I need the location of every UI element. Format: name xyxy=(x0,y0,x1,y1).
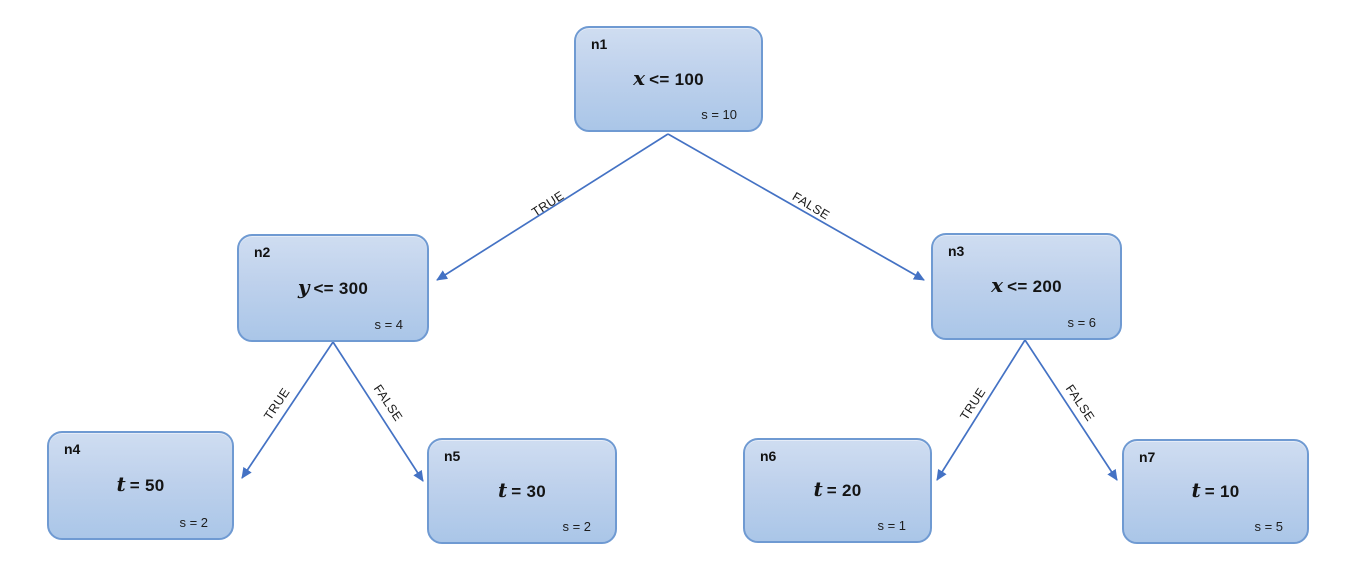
node-id-label: n5 xyxy=(444,448,461,464)
edge-n3-n6 xyxy=(936,339,1026,481)
condition-variable: x xyxy=(633,65,646,90)
edge-label-false-n2-n5: FALSE xyxy=(370,382,406,424)
node-id-label: n3 xyxy=(948,243,965,259)
node-id-label: n2 xyxy=(254,244,271,260)
node-id-label: n7 xyxy=(1139,449,1156,465)
node-condition: y<= 300 xyxy=(298,275,368,299)
tree-node-n3: n3 x<= 200 s = 6 xyxy=(931,233,1122,340)
tree-node-n1: n1 x<= 100 s = 10 xyxy=(574,26,763,132)
tree-node-n2: n2 y<= 300 s = 4 xyxy=(237,234,429,342)
node-samples-label: s = 2 xyxy=(179,515,208,530)
condition-variable: t xyxy=(1191,478,1201,503)
edge-n1-n3 xyxy=(667,133,925,281)
node-samples-label: s = 6 xyxy=(1067,315,1096,330)
edge-label-true-n3-n6: TRUE xyxy=(957,385,989,423)
condition-expression: = 20 xyxy=(826,481,862,501)
condition-expression: <= 300 xyxy=(313,278,369,298)
node-condition: x<= 200 xyxy=(991,273,1062,297)
condition-variable: t xyxy=(116,472,126,497)
condition-variable: t xyxy=(813,477,823,502)
node-condition: t= 10 xyxy=(1191,478,1239,502)
node-condition: t= 30 xyxy=(498,478,546,502)
condition-variable: t xyxy=(497,477,508,502)
node-samples-label: s = 10 xyxy=(701,107,737,122)
edge-n2-n5 xyxy=(332,341,424,482)
node-samples-label: s = 1 xyxy=(877,518,906,533)
node-samples-label: s = 5 xyxy=(1254,519,1283,534)
condition-variable: y xyxy=(297,274,310,299)
tree-node-n6: n6 t= 20 s = 1 xyxy=(743,438,932,543)
tree-node-n7: n7 t= 10 s = 5 xyxy=(1122,439,1309,544)
node-id-label: n1 xyxy=(591,36,608,52)
node-condition: x<= 100 xyxy=(633,66,704,90)
node-id-label: n6 xyxy=(760,448,777,464)
condition-expression: <= 100 xyxy=(649,69,704,89)
node-condition: t= 20 xyxy=(813,477,861,501)
edge-label-false-n1-n3: FALSE xyxy=(789,189,833,223)
edge-n2-n4 xyxy=(241,341,334,479)
condition-expression: = 30 xyxy=(511,481,547,501)
tree-node-n5: n5 t= 30 s = 2 xyxy=(427,438,617,544)
edge-n3-n7 xyxy=(1024,339,1118,481)
edge-label-true-n1-n2: TRUE xyxy=(529,188,567,220)
tree-node-n4: n4 t= 50 s = 2 xyxy=(47,431,234,540)
condition-expression: = 50 xyxy=(129,476,165,496)
condition-expression: <= 200 xyxy=(1007,277,1062,297)
edge-label-false-n3-n7: FALSE xyxy=(1062,382,1098,424)
condition-expression: = 10 xyxy=(1204,482,1240,502)
condition-variable: x xyxy=(991,273,1004,298)
node-samples-label: s = 4 xyxy=(374,317,403,332)
node-samples-label: s = 2 xyxy=(562,519,591,534)
node-condition: t= 50 xyxy=(116,472,164,496)
edge-label-true-n2-n4: TRUE xyxy=(261,385,293,423)
node-id-label: n4 xyxy=(64,441,81,457)
